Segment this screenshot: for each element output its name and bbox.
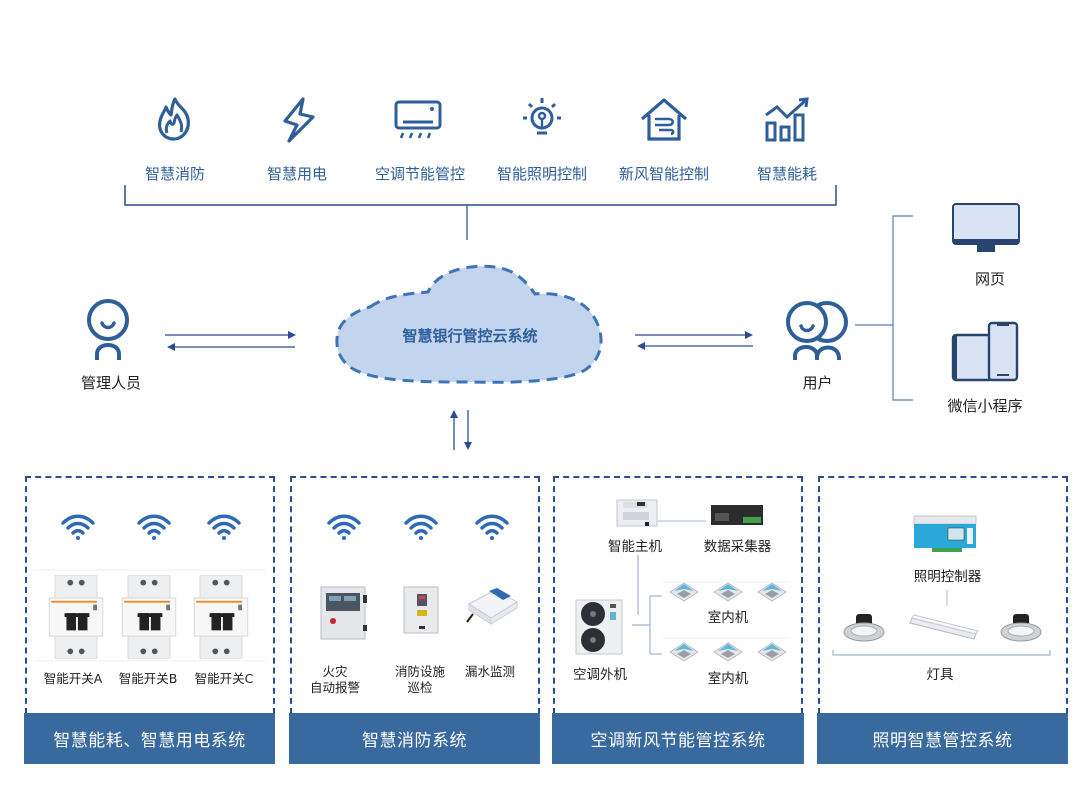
admin-person-icon: [87, 299, 129, 360]
wifi-icon: [207, 514, 241, 540]
smart-host-image: [616, 499, 658, 527]
tablet-phone-icon[interactable]: [951, 321, 1019, 382]
device-label: 消防设施: [394, 664, 445, 679]
smart-switch-c-image: [193, 575, 249, 659]
device-label: 漏水监测: [464, 664, 515, 679]
system-title-lighting[interactable]: 照明智慧管控系统: [817, 713, 1068, 764]
fire-icon: [158, 97, 190, 141]
indoor-unit-image: [756, 640, 788, 662]
fire-alarm-panel-image: [320, 586, 367, 640]
indoor-unit-image: [668, 580, 700, 602]
device-label: 智能开关B: [118, 671, 178, 686]
fire-facility-cabinet-image: [403, 586, 439, 634]
system-box-hvac: [553, 476, 803, 714]
system-title-fire[interactable]: 智慧消防系统: [289, 713, 540, 764]
wifi-icon: [61, 514, 95, 540]
cloud-label: 智慧银行管控云系统: [402, 327, 538, 345]
system-box-energy: [25, 476, 275, 714]
air-conditioner-icon: [394, 100, 442, 139]
feature-label-power: 智慧用电: [266, 165, 327, 183]
device-label: 室内机: [707, 671, 749, 687]
feature-label-fire: 智慧消防: [144, 165, 205, 183]
device-label: 自动报警: [309, 680, 360, 695]
lighting-controller-image: [913, 515, 977, 552]
client-miniprogram-label[interactable]: 微信小程序: [947, 397, 1023, 415]
system-box-fire: [290, 476, 540, 714]
device-label: 巡检: [407, 680, 433, 695]
device-label: 灯具: [926, 667, 954, 683]
water-leak-sensor-image: [466, 588, 518, 625]
system-title-energy-power[interactable]: 智慧能耗、智慧用电系统: [24, 713, 275, 764]
feature-label-energy: 智慧能耗: [756, 165, 817, 183]
downlight-image: [842, 612, 886, 644]
feature-label-ac: 空调节能管控: [374, 165, 465, 183]
client-bracket: [892, 215, 913, 401]
downlight-image: [999, 612, 1043, 644]
system-box-lighting: [818, 476, 1068, 714]
smart-switch-a-image: [48, 575, 104, 659]
device-label: 照明控制器: [913, 569, 982, 585]
house-wind-icon: [640, 98, 688, 141]
feature-label-fresh-air: 新风智能控制: [618, 165, 709, 183]
user-label: 用户: [802, 374, 833, 392]
wifi-icon: [404, 514, 438, 540]
indoor-unit-image: [668, 640, 700, 662]
device-label: 火灾: [322, 664, 348, 679]
tube-light-image: [909, 614, 979, 640]
bar-chart-trend-icon: [765, 97, 809, 142]
feature-label-lighting: 智能照明控制: [496, 165, 587, 183]
indoor-unit-image: [756, 580, 788, 602]
device-label: 智能开关C: [194, 671, 254, 686]
monitor-icon[interactable]: [952, 203, 1020, 255]
device-label: 数据采集器: [703, 539, 772, 555]
wifi-icon: [475, 514, 509, 540]
user-group-icon: [786, 301, 848, 360]
admin-label: 管理人员: [80, 374, 141, 392]
smart-switch-b-image: [121, 575, 177, 659]
device-label: 室内机: [707, 610, 749, 626]
wifi-icon: [137, 514, 171, 540]
indoor-unit-image: [712, 640, 744, 662]
cloud-shape: [335, 264, 603, 384]
device-label: 空调外机: [573, 667, 627, 683]
lightning-icon: [283, 97, 315, 143]
wifi-icon: [327, 514, 361, 540]
data-collector-image: [711, 505, 763, 525]
lightbulb-icon: [523, 98, 561, 135]
feature-bracket: [124, 185, 837, 206]
device-label: 智能开关A: [43, 671, 103, 686]
client-web-label[interactable]: 网页: [974, 270, 1005, 288]
indoor-unit-image: [712, 580, 744, 602]
device-label: 智能主机: [608, 539, 662, 555]
outdoor-unit-image: [575, 599, 623, 655]
system-title-hvac[interactable]: 空调新风节能管控系统: [552, 713, 804, 764]
